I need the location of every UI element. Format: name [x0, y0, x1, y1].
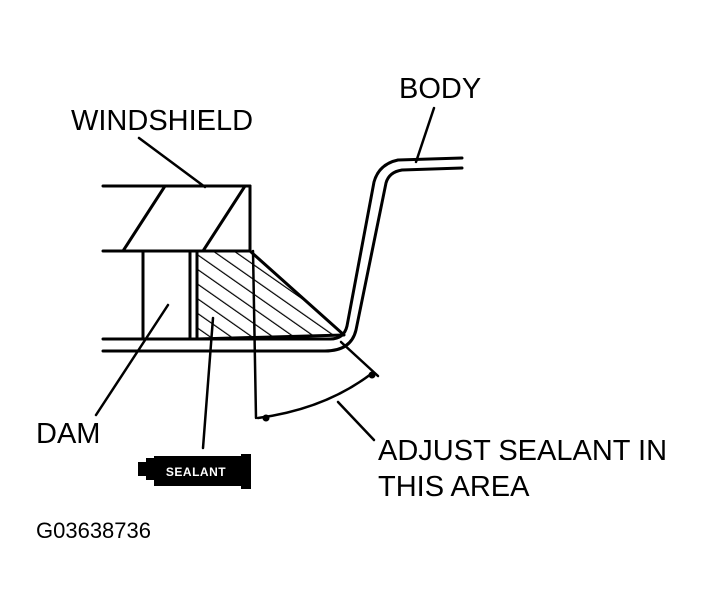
glass-edge-reference-line [251, 249, 258, 420]
sealant-tube-icon: SEALANT [138, 454, 251, 489]
sealant-tube-label: SEALANT [166, 465, 226, 479]
glass-hatch [121, 186, 247, 251]
dam-leader [94, 303, 170, 417]
body-label: BODY [399, 73, 481, 105]
adjust-label-line1: ADJUST SEALANT IN [378, 435, 667, 467]
windshield-leader [137, 136, 207, 189]
sealant-tube-leader [201, 316, 215, 450]
leader-lines [94, 106, 436, 450]
adjust-area-arc [256, 340, 380, 422]
sealant-bead [195, 249, 346, 341]
windshield-glass [101, 184, 252, 253]
adjust-leader [336, 400, 376, 442]
arc-end-dot [368, 371, 376, 379]
figure-code: G03638736 [36, 518, 151, 543]
body-leader [414, 106, 436, 164]
windshield-label: WINDSHIELD [71, 105, 253, 137]
body-flange [101, 156, 464, 353]
arc-end-dot [262, 414, 270, 422]
dam-block [141, 249, 192, 341]
dam-label: DAM [36, 418, 100, 450]
adjust-label-line2: THIS AREA [378, 471, 530, 503]
